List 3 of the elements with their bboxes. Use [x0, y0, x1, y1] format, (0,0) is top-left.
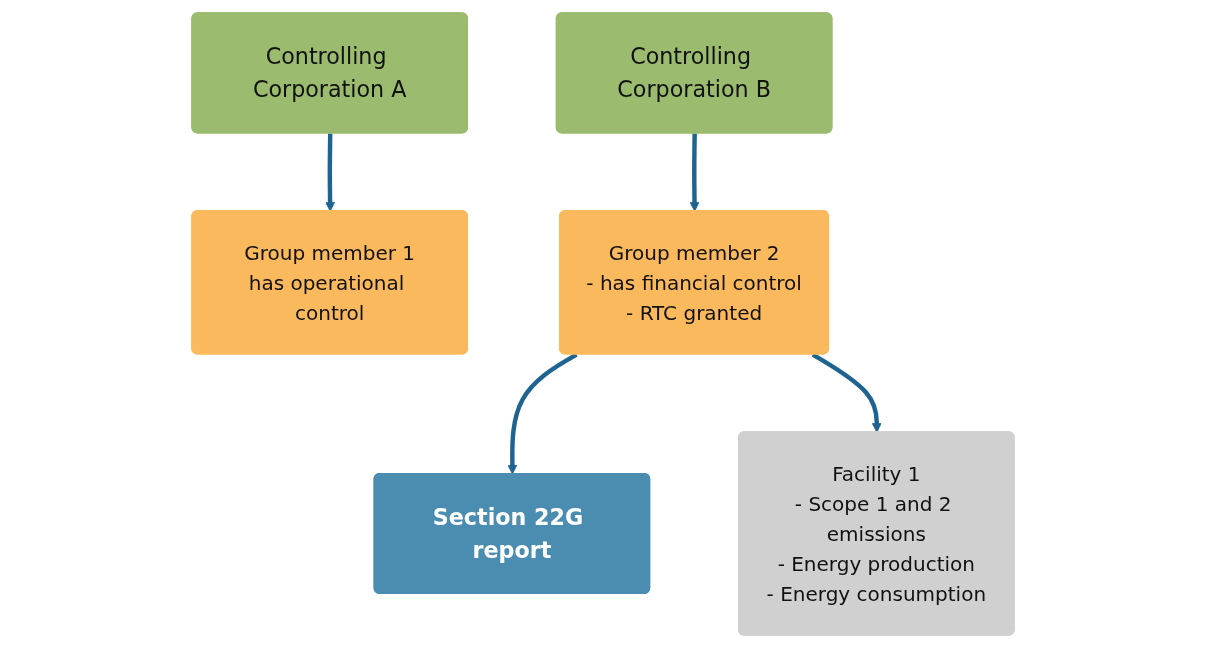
arrow: [325, 133, 335, 212]
arrow: [689, 133, 700, 212]
arrow: [811, 352, 882, 433]
